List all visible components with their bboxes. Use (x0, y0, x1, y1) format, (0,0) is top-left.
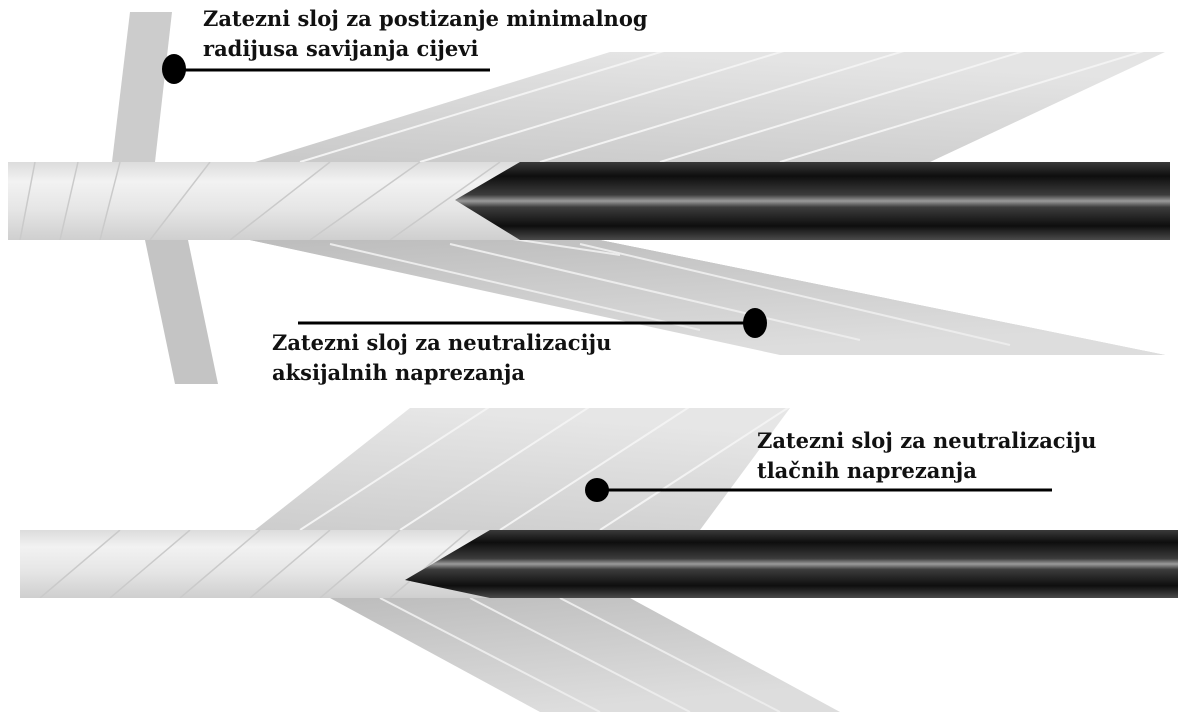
leader-axial (298, 308, 767, 338)
label-minimal-line1: Zatezni sloj za postizanje minimalnog (203, 6, 648, 31)
outer-wrap-light-lower (20, 530, 490, 598)
upper-pipe-assembly (8, 12, 1170, 384)
lower-pipe-assembly (20, 408, 1178, 712)
label-minimal-line2: radijusa savijanja cijevi (203, 36, 479, 61)
label-axial-stress-layer: Zatezni sloj za neutralizaciju aksijalni… (272, 328, 611, 388)
label-compressive-line2: tlačnih naprezanja (757, 458, 977, 483)
label-minimal-bend-radius-layer: Zatezni sloj za postizanje minimalnog ra… (203, 4, 648, 64)
leader-compressive (585, 478, 1052, 502)
label-axial-line1: Zatezni sloj za neutralizaciju (272, 330, 612, 355)
axial-tape-upper (255, 52, 1165, 162)
label-axial-line2: aksijalnih naprezanja (272, 360, 525, 385)
outer-wrap-light (8, 162, 520, 240)
leader-dot-compressive (585, 478, 609, 502)
leader-dot-minimal (162, 54, 186, 84)
label-compressive-stress-layer: Zatezni sloj za neutralizaciju tlačnih n… (757, 426, 1096, 486)
narrow-tape-lower (145, 240, 218, 384)
compressive-tape-upper (255, 408, 790, 530)
axial-tape-upper-stripes (299, 52, 1165, 162)
narrow-tape-upper (112, 12, 172, 162)
leader-dot-axial (743, 308, 767, 338)
leader-minimal-bend (162, 54, 490, 84)
compressive-tape-lower (330, 598, 840, 712)
inner-pipe-dark-lower (400, 530, 1178, 598)
label-compressive-line1: Zatezni sloj za neutralizaciju (757, 428, 1097, 453)
inner-pipe-dark (440, 162, 1170, 240)
